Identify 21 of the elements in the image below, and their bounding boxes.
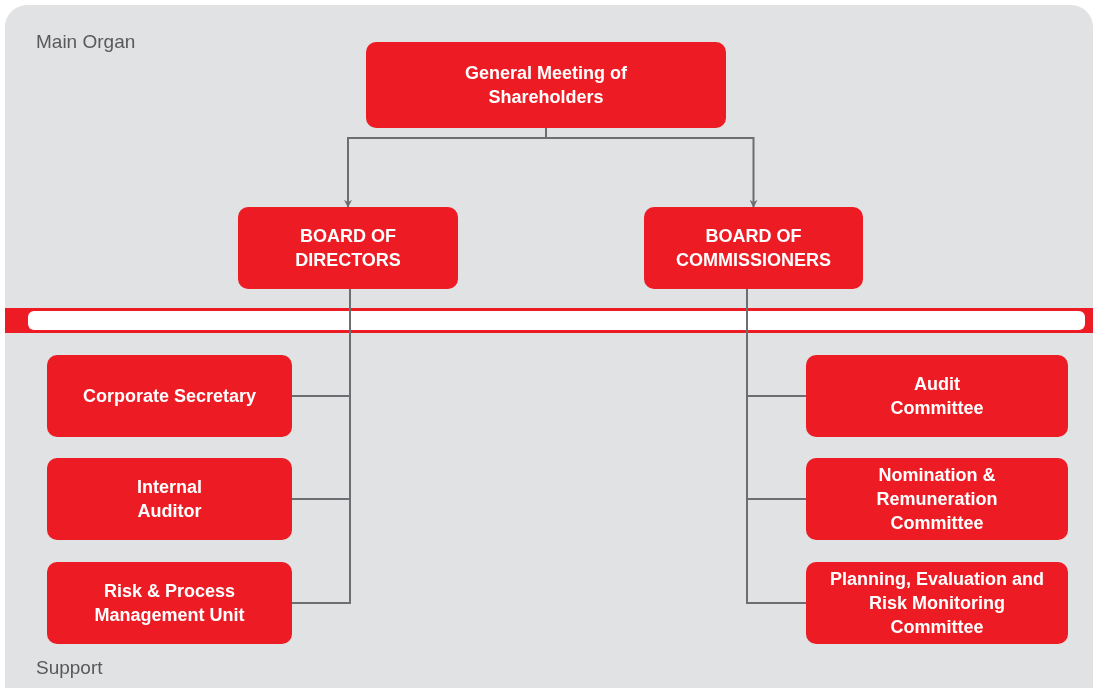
org-box	[366, 42, 726, 128]
box-label: Risk & Process Management Unit	[93, 580, 246, 627]
section-label: Main Organ	[36, 31, 136, 53]
box-label: Audit Committee	[889, 373, 985, 420]
box-label: General Meeting of Shareholders	[464, 62, 628, 109]
box-label: Nomination & Remuneration Committee	[875, 464, 999, 535]
org-box	[47, 458, 292, 540]
box-label: Planning, Evaluation and Risk Monitoring Committee	[829, 568, 1045, 639]
org-box	[806, 562, 1068, 644]
org-box	[644, 207, 863, 289]
org-box	[238, 207, 458, 289]
org-box	[806, 458, 1068, 540]
org-box	[47, 562, 292, 644]
arrow	[545, 127, 758, 208]
box-label: Corporate Secretary	[82, 385, 257, 408]
org-box	[47, 355, 292, 437]
org-box	[806, 355, 1068, 437]
box-label: BOARD OF COMMISSIONERS	[675, 225, 832, 272]
section-label: Support	[36, 657, 103, 679]
box-label: Internal Auditor	[136, 476, 203, 523]
box-label: BOARD OF DIRECTORS	[294, 225, 402, 272]
